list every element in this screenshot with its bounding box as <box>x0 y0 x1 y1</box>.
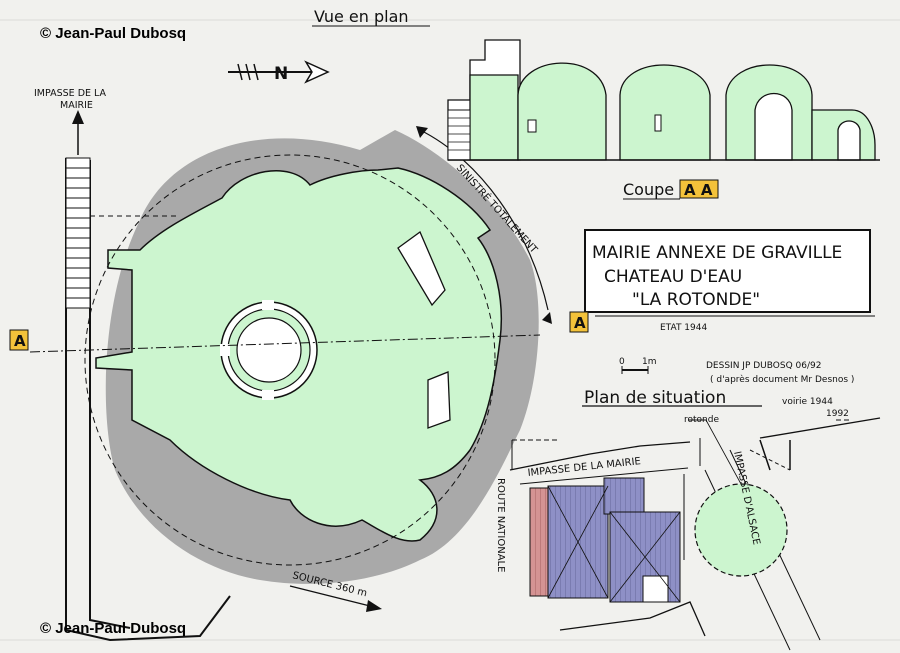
sinistre-arc <box>419 129 549 311</box>
niche-east-top <box>397 230 446 307</box>
voirie-1944: voirie 1944 <box>782 397 833 407</box>
sinistre-arrow-bottom <box>542 312 552 324</box>
voirie-1992: 1992 <box>826 409 849 419</box>
section-axis <box>29 334 541 353</box>
copyright-bottom: © Jean-Paul Dubosq <box>40 620 186 637</box>
scale-bar <box>621 366 649 374</box>
title-line-3: "LA ROTONDE" <box>632 290 760 310</box>
title-box <box>584 229 871 313</box>
section-marker-left-box <box>9 329 29 351</box>
scale-one: 1m <box>642 357 657 367</box>
section-marker-right-box <box>569 311 589 333</box>
ring-gap-left <box>220 344 230 356</box>
scale-zero: 0 <box>619 357 625 367</box>
dessin-note: ( d'après document Mr Desnos ) <box>710 374 854 385</box>
dessin-label: DESSIN JP DUBOSQ 06/92 <box>706 361 821 371</box>
source-arrow <box>366 600 382 612</box>
north-arrow <box>228 60 330 84</box>
coupe-marker-box <box>679 179 719 199</box>
coupe-label: Coupe <box>623 180 674 199</box>
title-line-1: MAIRIE ANNEXE DE GRAVILLE <box>592 243 842 263</box>
inner-core <box>236 317 302 383</box>
situation-plan <box>509 417 881 651</box>
plan-situation-label: Plan de situation <box>584 388 726 408</box>
etat-label: ETAT 1944 <box>660 323 707 333</box>
rotonde-label: rotonde <box>684 415 719 425</box>
source-line <box>289 585 371 607</box>
vue-en-plan: Vue en plan <box>314 7 409 26</box>
section-marker-left: A <box>14 332 26 350</box>
ring-gap-bottom <box>262 390 274 400</box>
coupe-marker: A A <box>684 181 713 199</box>
impasse-mairie-h: IMPASSE DE LA MAIRIE <box>527 456 641 479</box>
sinistre-arrow-top <box>416 126 428 138</box>
title-line-2: CHATEAU D'EAU <box>604 267 742 287</box>
section-drawing <box>447 39 880 161</box>
dashed-guide-circle <box>84 154 496 566</box>
impasse-mairie-v-2: MAIRIE <box>60 100 93 111</box>
north-label: N <box>274 64 288 84</box>
background-texture <box>0 19 900 641</box>
niche-east-bottom <box>427 371 451 429</box>
route-nationale: ROUTE NATIONALE <box>495 478 506 572</box>
arrow-head-up <box>72 110 84 124</box>
ring-gap-top <box>262 300 274 310</box>
impasse-mairie-v-1: IMPASSE DE LA <box>34 88 107 99</box>
copyright-top: © Jean-Paul Dubosq <box>40 25 186 42</box>
left-staircase <box>65 157 91 309</box>
section-marker-right: A <box>574 314 586 332</box>
